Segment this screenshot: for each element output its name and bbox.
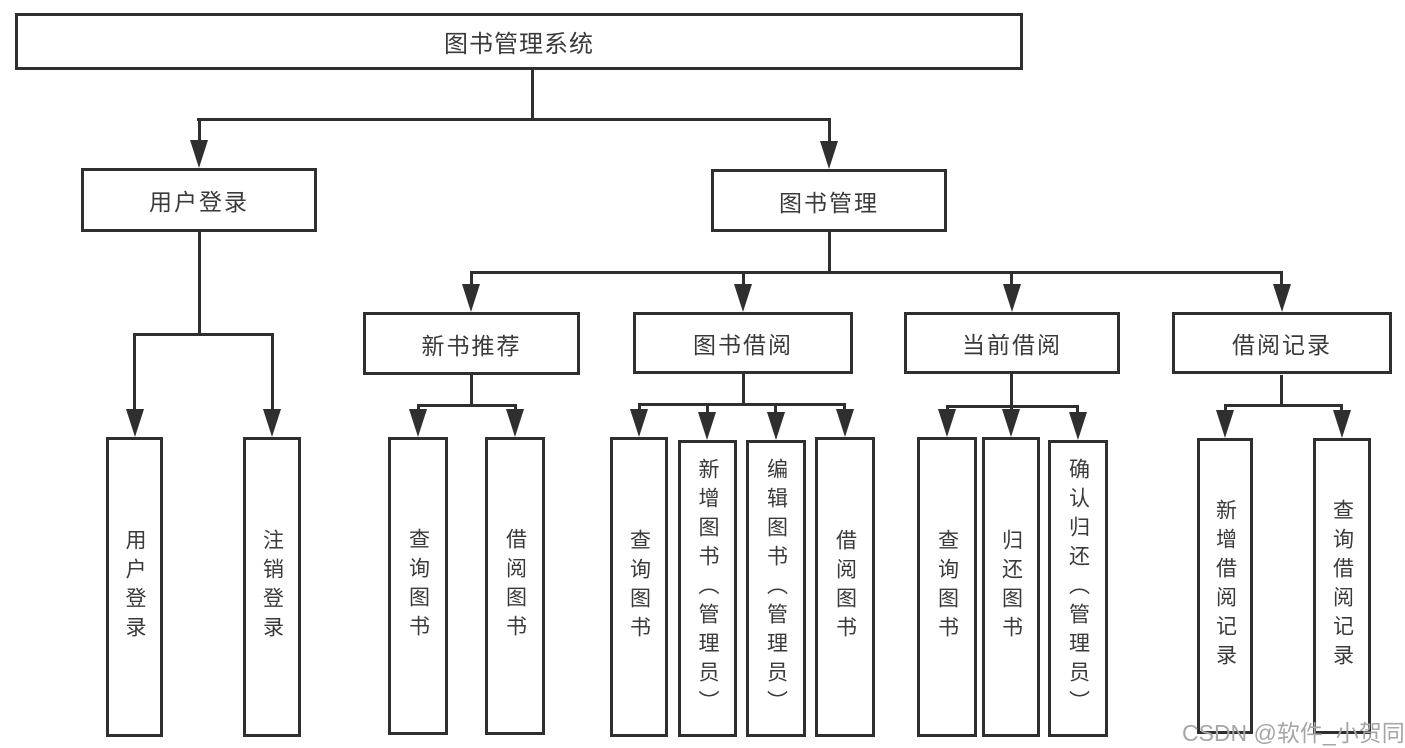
node-label: 借阅记录 (1232, 332, 1332, 358)
leaf-label: 借阅图书 (833, 529, 857, 645)
node-root-label: 图书管理系统 (444, 31, 594, 58)
connector-line (1224, 404, 1227, 413)
arrow-down-icon (698, 412, 716, 440)
connector-line (638, 403, 846, 406)
leaf-edit-book-admin: 编辑图书（管理员） (746, 440, 806, 737)
leaf-label: 归还图书 (999, 529, 1023, 645)
leaf-label: 新增借阅记录 (1213, 499, 1237, 673)
connector-line (271, 335, 274, 413)
leaf-return-book: 归还图书 (982, 437, 1040, 737)
leaf-query-book-2: 查询图书 (610, 437, 668, 737)
connector-line (197, 118, 831, 121)
connector-line (470, 375, 473, 406)
leaf-label: 查询图书 (627, 529, 651, 645)
arrow-down-icon (190, 140, 208, 168)
arrow-down-icon (1002, 409, 1020, 437)
arrow-down-icon (1333, 410, 1351, 438)
connector-line (531, 69, 534, 121)
leaf-label: 确认归还（管理员） (1066, 458, 1090, 719)
leaf-borrow-book-2: 借阅图书 (815, 437, 875, 737)
leaf-label: 查询借阅记录 (1330, 499, 1354, 673)
node-label: 当前借阅 (962, 332, 1062, 358)
connector-line (417, 404, 517, 407)
csdn-watermark: CSDN @软件_小贺同学 (1182, 720, 1405, 746)
leaf-user-login: 用户登录 (106, 437, 163, 737)
connector-line (1010, 273, 1013, 287)
leaf-add-book-admin: 新增图书（管理员） (678, 440, 737, 737)
connector-line (470, 271, 1283, 274)
connector-line (706, 403, 709, 415)
leaf-query-book-3: 查询图书 (917, 437, 977, 737)
arrow-down-icon (1216, 410, 1234, 438)
node-label: 用户登录 (149, 189, 249, 215)
arrow-down-icon (1273, 284, 1291, 312)
leaf-borrow-book-1: 借阅图书 (485, 437, 545, 735)
leaf-confirm-return-admin: 确认归还（管理员） (1048, 440, 1108, 737)
connector-line (417, 404, 420, 412)
connector-line (742, 273, 745, 287)
leaf-label: 借阅图书 (503, 528, 527, 644)
arrow-down-icon (630, 409, 648, 437)
node-current-borrow: 当前借阅 (904, 312, 1120, 374)
leaf-label: 编辑图书（管理员） (764, 458, 788, 719)
node-label: 图书借阅 (693, 332, 793, 358)
arrow-down-icon (1069, 412, 1087, 440)
node-new-book-recommend: 新书推荐 (363, 312, 580, 375)
node-root: 图书管理系统 (15, 13, 1023, 70)
leaf-label: 新增图书（管理员） (696, 458, 719, 719)
connector-line (133, 335, 136, 413)
arrow-down-icon (263, 409, 281, 437)
arrow-down-icon (938, 409, 956, 437)
leaf-logout: 注销登录 (243, 437, 301, 737)
node-label: 新书推荐 (421, 332, 522, 359)
arrow-down-icon (409, 409, 427, 437)
node-book-borrow: 图书借阅 (633, 312, 853, 374)
connector-line (1076, 405, 1079, 415)
connector-line (470, 273, 473, 287)
leaf-label: 查询图书 (406, 528, 430, 644)
connector-line (774, 403, 777, 415)
leaf-add-borrow-record: 新增借阅记录 (1197, 438, 1253, 734)
arrow-down-icon (836, 409, 854, 437)
node-user-login: 用户登录 (81, 168, 317, 232)
node-book-management: 图书管理 (711, 169, 947, 232)
arrow-down-icon (820, 141, 838, 169)
arrow-down-icon (126, 409, 144, 437)
arrow-down-icon (506, 409, 524, 437)
connector-line (133, 333, 274, 336)
node-borrow-records: 借阅记录 (1172, 312, 1392, 374)
arrow-down-icon (767, 412, 785, 440)
leaf-label: 用户登录 (123, 529, 146, 645)
arrow-down-icon (462, 284, 480, 312)
connector-line (843, 403, 846, 412)
connector-line (198, 232, 201, 336)
leaf-label: 注销登录 (260, 529, 284, 645)
leaf-query-borrow-record: 查询借阅记录 (1313, 438, 1371, 734)
connector-line (514, 404, 517, 412)
leaf-label: 查询图书 (935, 529, 959, 645)
node-label: 图书管理 (779, 189, 879, 216)
connector-line (946, 405, 949, 412)
connector-line (638, 403, 641, 412)
connector-line (1224, 404, 1343, 407)
connector-line (828, 120, 831, 144)
connector-line (1340, 404, 1343, 413)
arrow-down-icon (1003, 284, 1021, 312)
connector-line (1010, 405, 1013, 412)
connector-line (1280, 375, 1283, 407)
connector-line (1010, 374, 1013, 408)
connector-line (828, 232, 831, 274)
connector-line (1280, 273, 1283, 287)
arrow-down-icon (734, 284, 752, 312)
connector-line (198, 120, 201, 144)
connector-line (742, 374, 745, 405)
leaf-query-book-1: 查询图书 (388, 437, 448, 735)
